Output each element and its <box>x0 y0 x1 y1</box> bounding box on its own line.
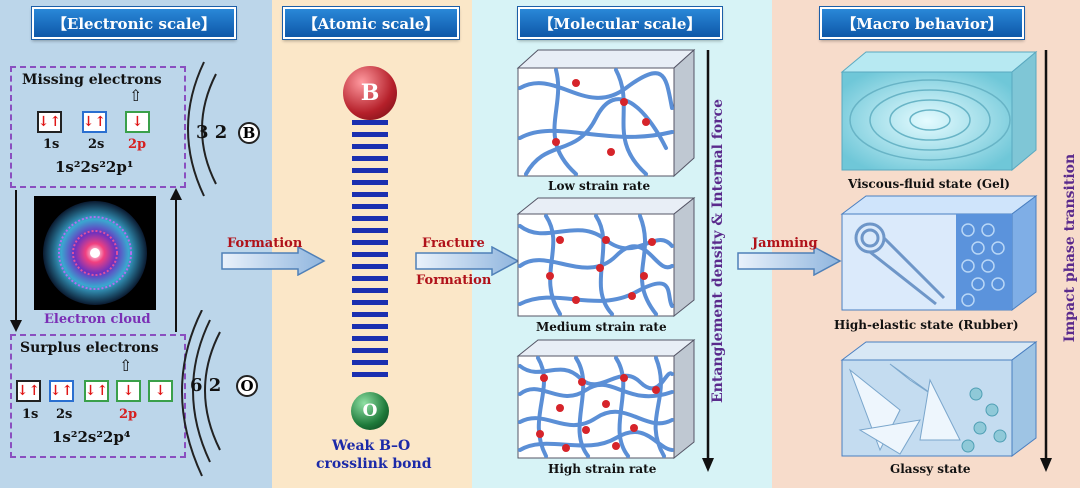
boron-atom: B <box>343 66 397 120</box>
orbital-2p-2: ↓ <box>116 380 141 402</box>
transfer-arrows <box>6 186 186 336</box>
network-cube-high <box>516 338 696 462</box>
orbital-2p: ↓ <box>125 111 150 133</box>
subshell-1s: 1s <box>43 137 59 152</box>
bond-dashes <box>350 120 390 390</box>
subshell-2s: 2s <box>88 137 104 152</box>
header-electronic: 【Electronic scale】 <box>32 7 236 39</box>
caption-glassy: Glassy state <box>890 462 971 476</box>
caption-gel: Viscous-fluid state (Gel) <box>848 177 1010 191</box>
fracture-label: Fracture <box>422 236 485 251</box>
transition-axis-label: Impact phase transition <box>1062 138 1078 358</box>
up-arrow-icon: ⇧ <box>119 356 132 375</box>
header-atomic: 【Atomic scale】 <box>283 7 459 39</box>
orbital-2s: ↓↑ <box>82 111 107 133</box>
bond-label-line2: crosslink bond <box>316 456 432 472</box>
jamming-label: Jamming <box>752 236 818 251</box>
caption-rubber: High-elastic state (Rubber) <box>834 318 1019 332</box>
oxygen-config: 1s²2s²2p⁴ <box>52 428 130 446</box>
subshell-1s: 1s <box>22 407 38 422</box>
orbital-1s: ↓↑ <box>16 380 41 402</box>
caption-medium-strain: Medium strain rate <box>536 320 667 334</box>
boron-numbers: 3 2 <box>196 122 227 143</box>
up-arrow-icon: ⇧ <box>129 86 142 105</box>
subshell-2p: 2p <box>119 407 137 422</box>
force-axis-label: Entanglement density & Internal force <box>710 103 726 403</box>
header-molecular: 【Molecular scale】 <box>518 7 722 39</box>
boron-symbol: B <box>238 122 260 144</box>
network-cube-medium <box>516 196 696 320</box>
boron-config: 1s²2s²2p¹ <box>55 158 133 176</box>
caption-high-strain: High strain rate <box>548 462 656 476</box>
oxygen-atom: O <box>351 392 389 430</box>
formation-label: Formation <box>227 236 302 251</box>
caption-low-strain: Low strain rate <box>548 179 650 193</box>
subshell-2s: 2s <box>56 407 72 422</box>
network-cube-low <box>516 48 696 180</box>
oxygen-symbol: O <box>236 375 258 397</box>
bond-label-line1: Weak B–O <box>332 438 410 454</box>
orbital-2p-3: ↓ <box>148 380 173 402</box>
transition-axis-arrow <box>1038 48 1054 474</box>
orbital-2p-1: ↓↑ <box>84 380 109 402</box>
oxygen-numbers: 6 2 <box>190 375 221 396</box>
gel-cube <box>840 50 1040 174</box>
glassy-cube <box>840 340 1040 460</box>
orbital-2s: ↓↑ <box>49 380 74 402</box>
subshell-2p: 2p <box>128 137 146 152</box>
header-macro: 【Macro behavior】 <box>820 7 1024 39</box>
orbital-1s: ↓↑ <box>37 111 62 133</box>
rubber-cube <box>840 194 1040 314</box>
surplus-electrons-title: Surplus electrons <box>20 340 159 356</box>
formation-label-2: Formation <box>416 273 491 288</box>
